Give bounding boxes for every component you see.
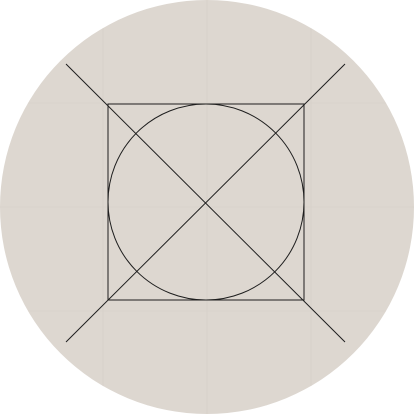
inscribed-circle: [107, 103, 305, 301]
diagonal-line-2: [65, 63, 346, 343]
